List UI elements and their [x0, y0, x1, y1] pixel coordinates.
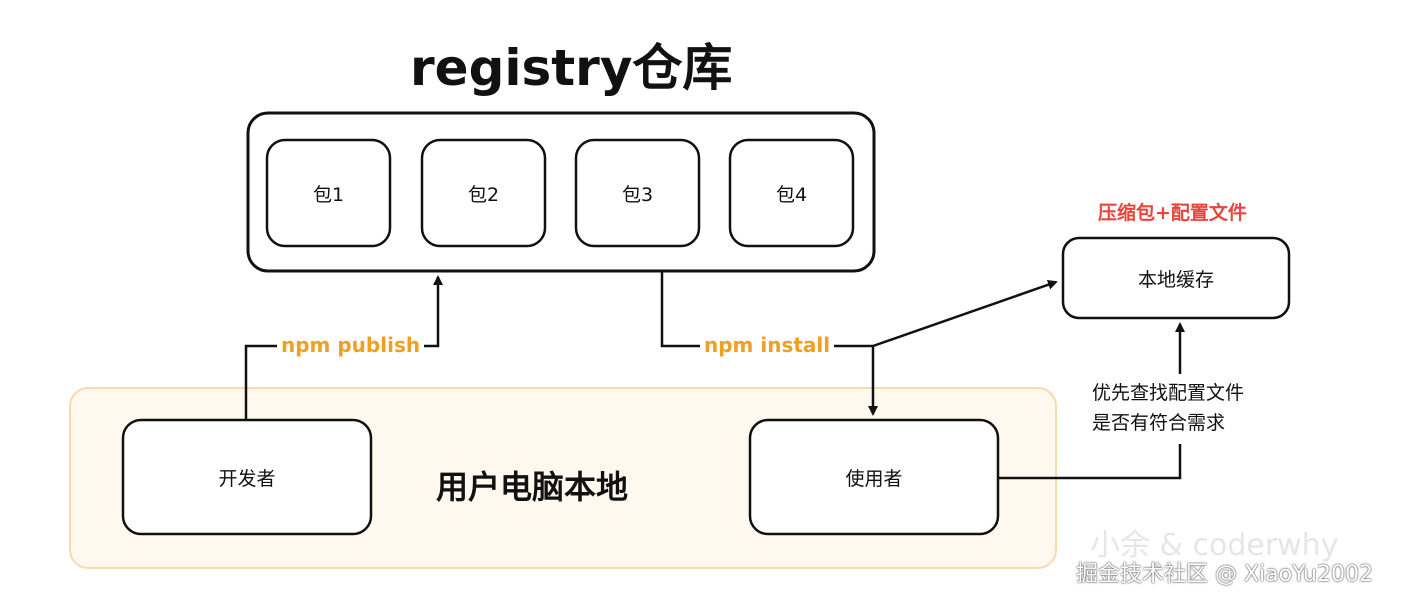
npm-install-label: npm install [700, 333, 835, 357]
package-label-4: 包4 [775, 184, 808, 206]
watermark-line1: 小余 & coderwhy [1090, 528, 1339, 563]
install-to-cache-connector [872, 279, 1058, 348]
package-label-2: 包2 [467, 184, 500, 206]
developer-label: 开发者 [218, 468, 276, 490]
registry-title: registry仓库 [410, 39, 733, 97]
npm-publish-label: npm publish [277, 333, 425, 357]
lookup-note-line2: 是否有符合需求 [1092, 412, 1226, 434]
lookup-note-line1: 优先查找配置文件 [1092, 382, 1245, 404]
cache-box [1061, 236, 1291, 320]
registry-container [246, 111, 876, 273]
local-region-label: 用户电脑本地 [436, 468, 629, 506]
watermark-line2: 掘金技术社区 @ XiaoYu2002 [1076, 562, 1373, 587]
cache-label: 本地缓存 [1137, 269, 1214, 291]
package-label-3: 包3 [621, 184, 654, 206]
cache-annotation: 压缩包+配置文件 [1098, 202, 1247, 224]
package-box-2 [420, 138, 547, 248]
package-box-1 [265, 138, 392, 248]
user-label: 使用者 [845, 468, 903, 490]
package-box-3 [574, 138, 701, 248]
package-label-1: 包1 [312, 184, 345, 206]
package-box-4 [728, 138, 855, 248]
